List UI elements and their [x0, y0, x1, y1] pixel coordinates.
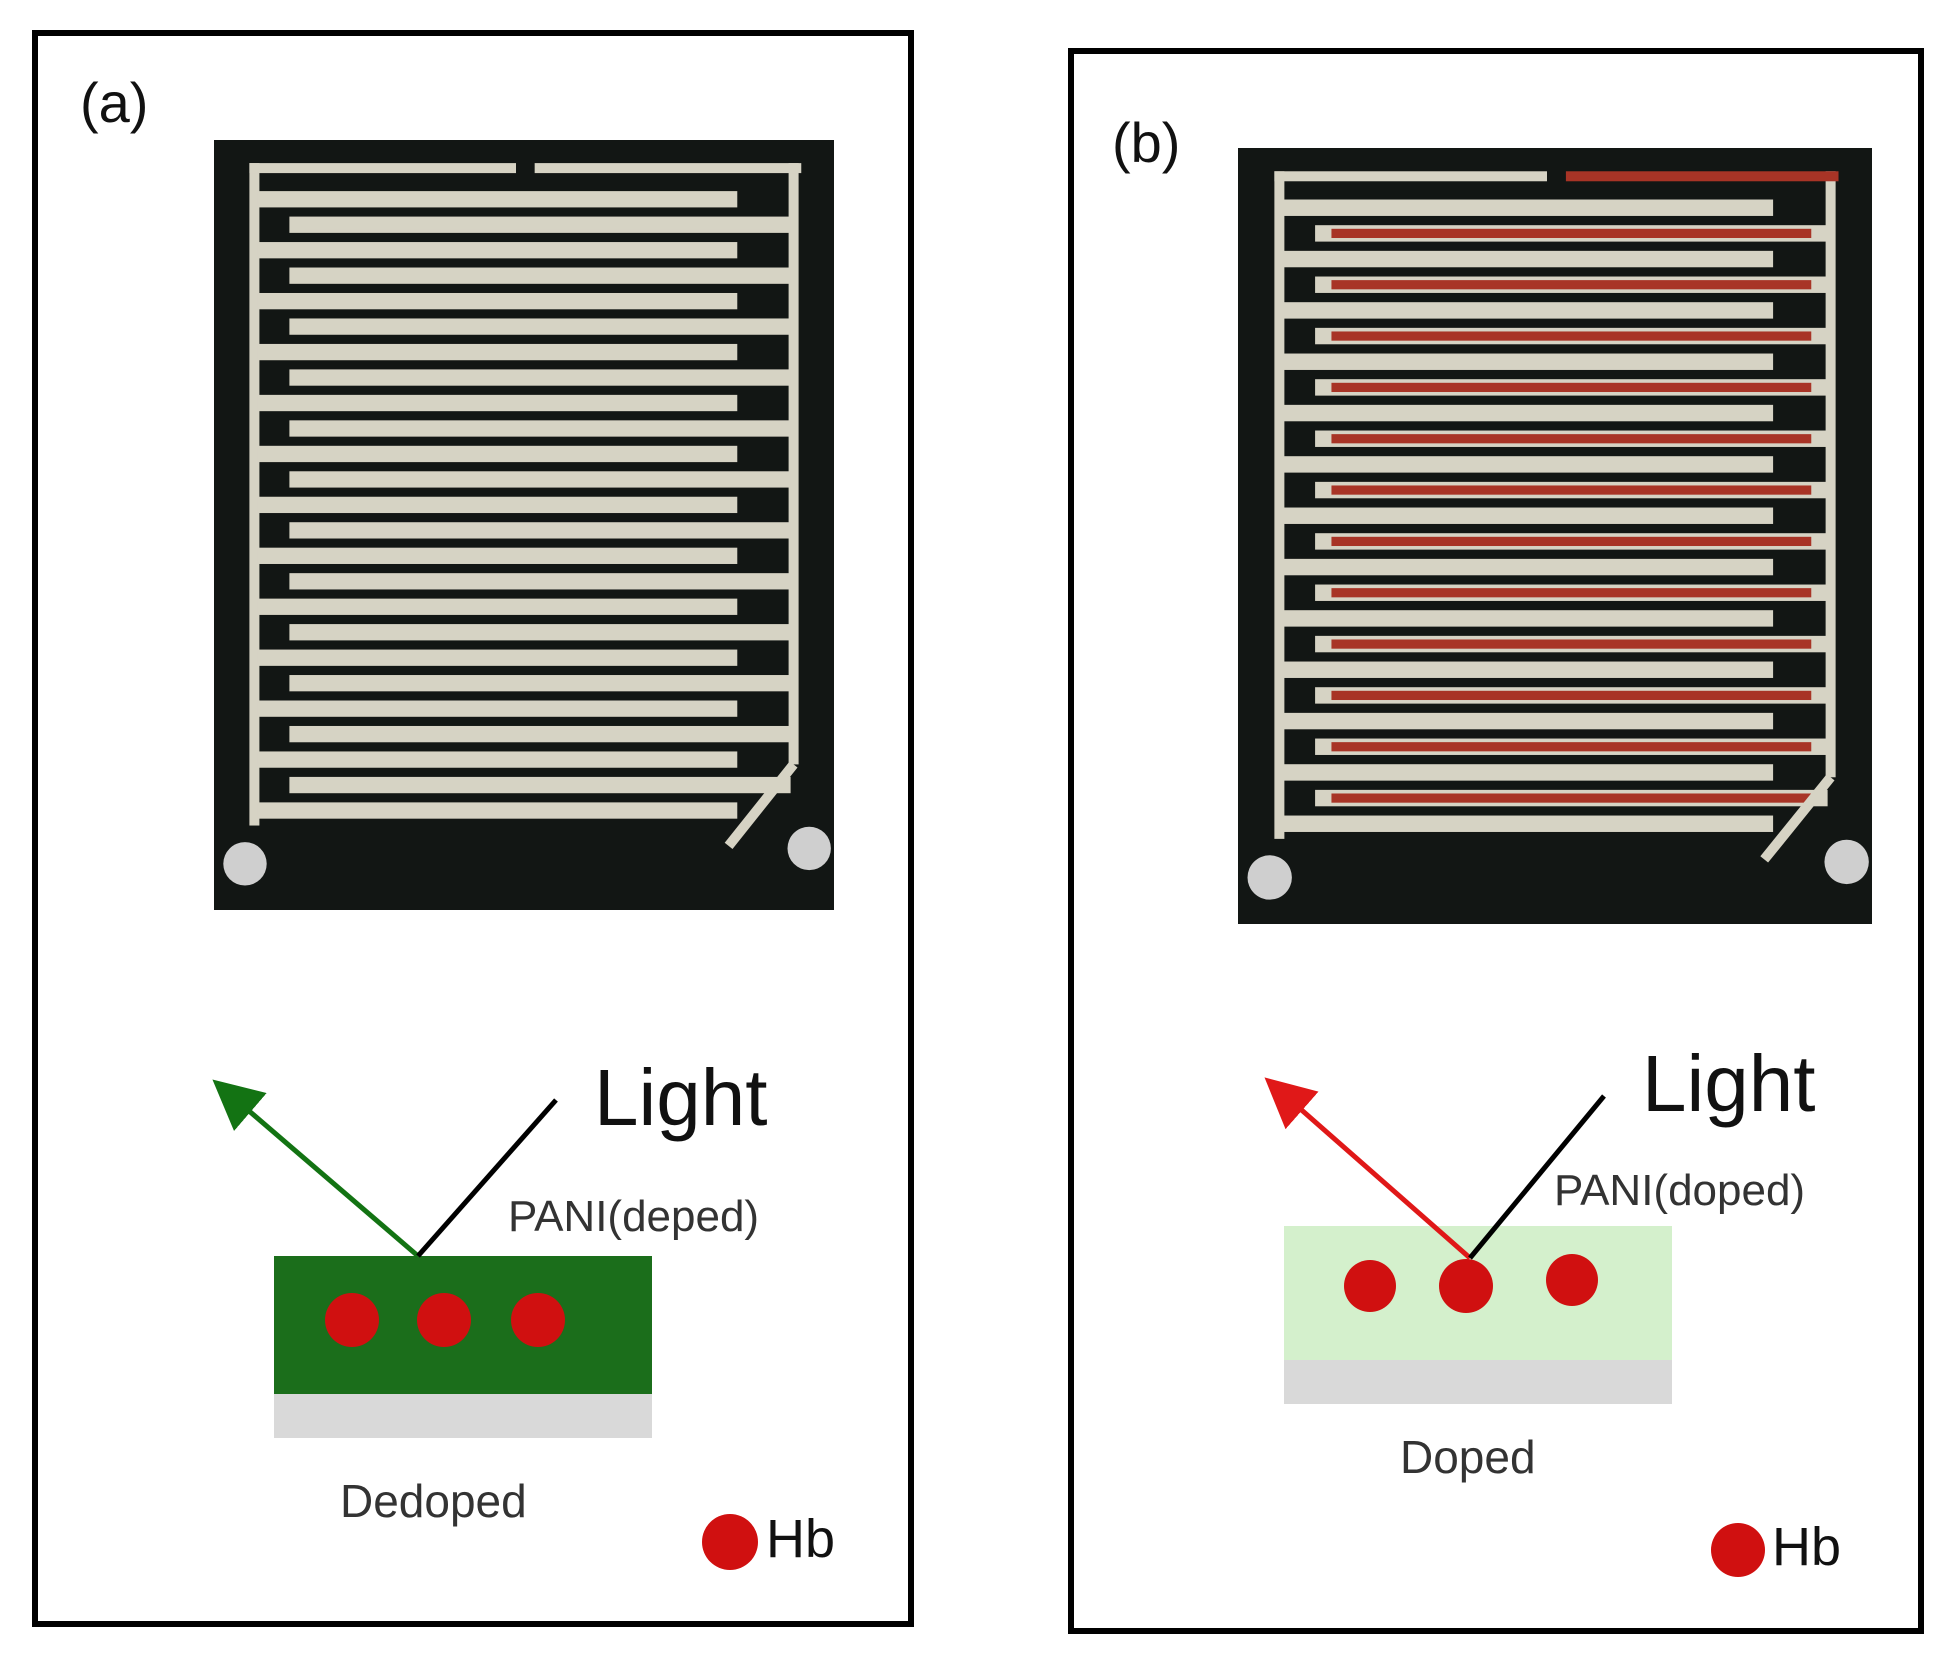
hb-particle [417, 1293, 471, 1347]
hb-particle [1344, 1260, 1396, 1312]
electrode-photo [214, 140, 834, 910]
hb-particle [511, 1293, 565, 1347]
reflection-scheme [1264, 1077, 1765, 1577]
electrode-photo [1238, 148, 1872, 924]
panel-label: (a) [80, 71, 149, 134]
reflected-ray [212, 1079, 420, 1258]
hb-particle [325, 1293, 379, 1347]
state-label: Dedoped [340, 1475, 527, 1527]
state-label: Doped [1400, 1431, 1536, 1483]
reflected-ray [1264, 1077, 1472, 1260]
electrode-board [1238, 148, 1872, 924]
light-label: Light [594, 1053, 768, 1142]
reflection-scheme [212, 1079, 758, 1570]
hb-particle [1439, 1259, 1493, 1313]
panel-a: (a) Light PANI(deped) Dedoped Hb [32, 30, 914, 1627]
panel-label: (b) [1112, 111, 1181, 174]
substrate [274, 1394, 652, 1438]
hb-particle [1546, 1254, 1598, 1306]
hb-legend-label: Hb [766, 1509, 836, 1569]
incident-ray [1468, 1094, 1606, 1260]
incident-ray [416, 1098, 558, 1258]
panel-b: (b) Light PANI(doped) Doped Hb [1068, 48, 1924, 1634]
substrate [1284, 1360, 1672, 1404]
hb-legend-dot [702, 1514, 758, 1570]
hb-legend-label: Hb [1772, 1517, 1842, 1577]
light-label: Light [1642, 1039, 1816, 1128]
pani-label: PANI(doped) [1554, 1166, 1806, 1215]
hb-legend-dot [1711, 1523, 1765, 1577]
pani-label: PANI(deped) [508, 1192, 760, 1241]
electrode-board [214, 140, 834, 910]
